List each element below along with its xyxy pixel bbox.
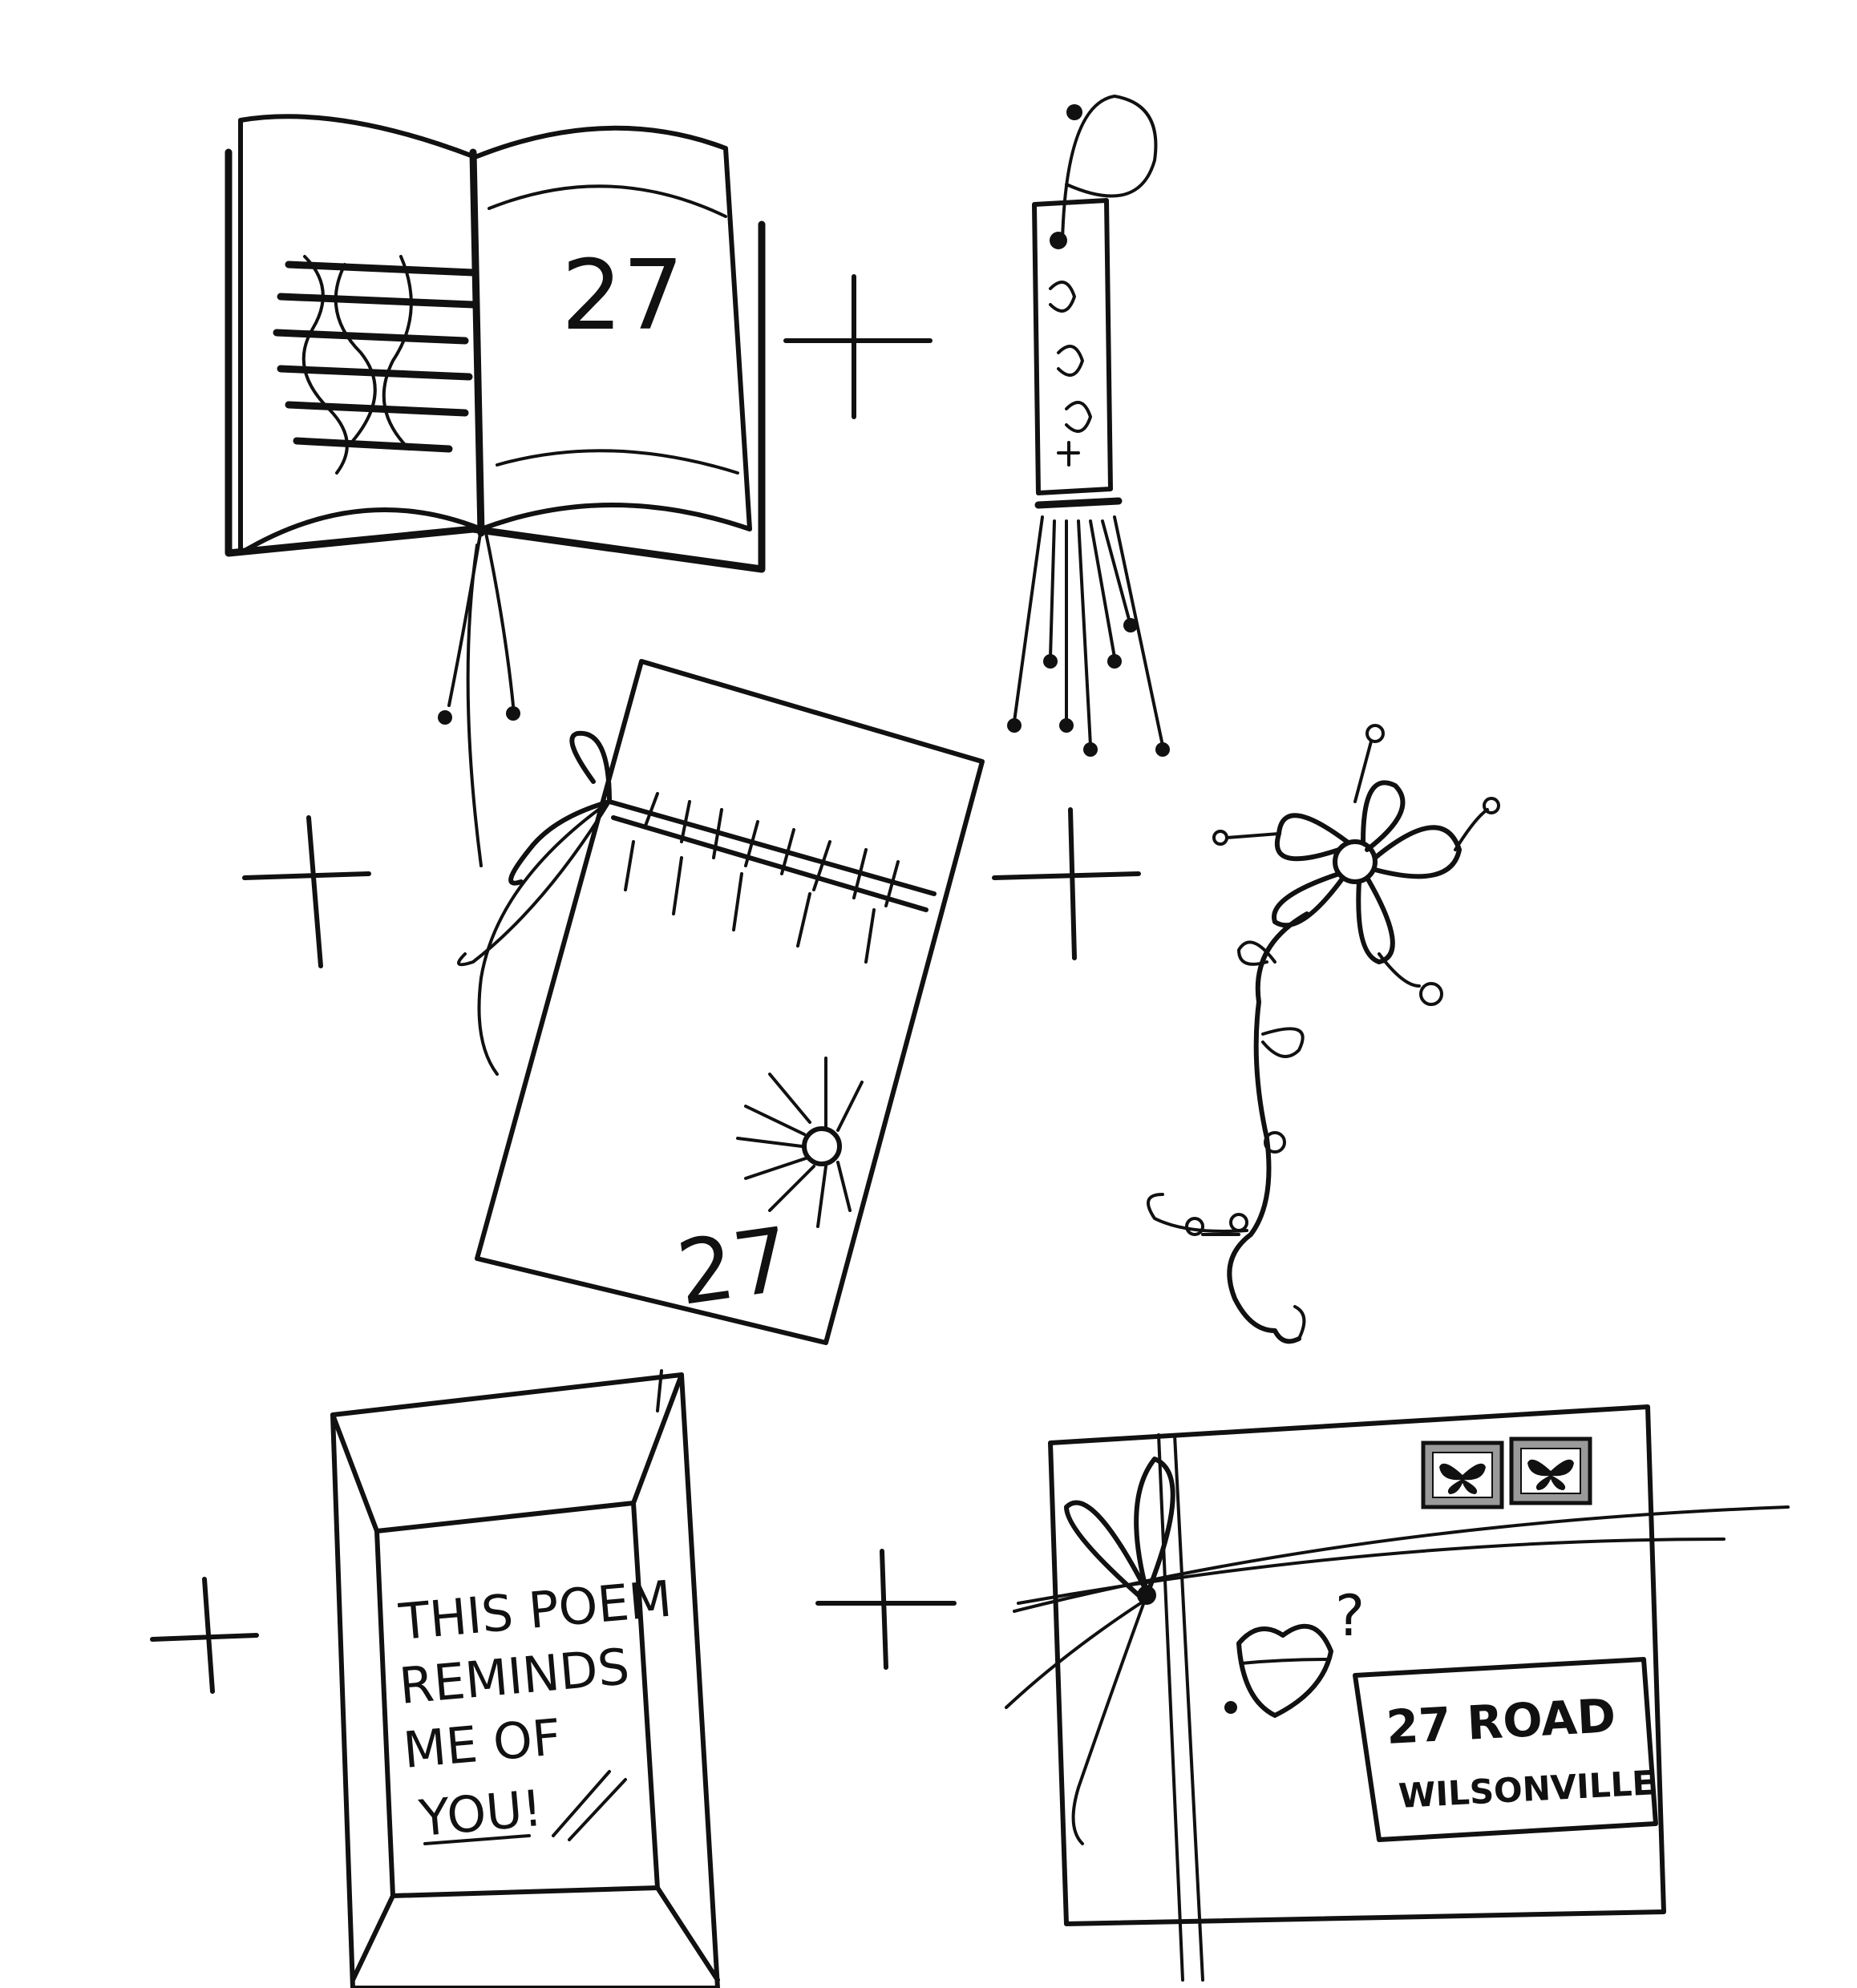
poem-line-1: THIS POEM	[396, 1570, 674, 1652]
bookmark-icon	[1007, 95, 1170, 757]
stamp-left	[1421, 1440, 1504, 1509]
address-line-2: WILSONVILLE	[1398, 1763, 1656, 1816]
plus-icon-5	[815, 1549, 957, 1670]
plus-icon-2	[242, 815, 371, 968]
open-book: 27	[225, 114, 766, 867]
parcel: ? 27 ROAD WILSONVILLE	[1005, 1404, 1790, 1982]
lips-icon	[1224, 1623, 1333, 1718]
stamp-right	[1509, 1436, 1592, 1505]
poem-line-3: ME OF	[401, 1707, 563, 1780]
address-line-1: 27 ROAD	[1385, 1688, 1617, 1755]
lips-question-mark: ?	[1335, 1583, 1365, 1649]
plus-icon-4	[150, 1577, 259, 1694]
pouch-label: 27	[671, 1208, 796, 1325]
poem-line-2: REMINDS	[397, 1637, 632, 1715]
address-label: 27 ROAD WILSONVILLE	[1353, 1657, 1658, 1842]
butterfly-icon	[1439, 1463, 1486, 1494]
flower-icon	[1147, 724, 1500, 1344]
gift-pouch: 27	[457, 659, 985, 1345]
poem-card: THIS POEM REMINDS ME OF YOU!	[330, 1369, 720, 1988]
plus-icon-1	[783, 274, 933, 419]
book-page-number: 27	[561, 240, 684, 352]
plus-icon-3	[992, 807, 1141, 960]
butterfly-icon	[1527, 1459, 1574, 1490]
scribbled-text	[273, 255, 477, 475]
